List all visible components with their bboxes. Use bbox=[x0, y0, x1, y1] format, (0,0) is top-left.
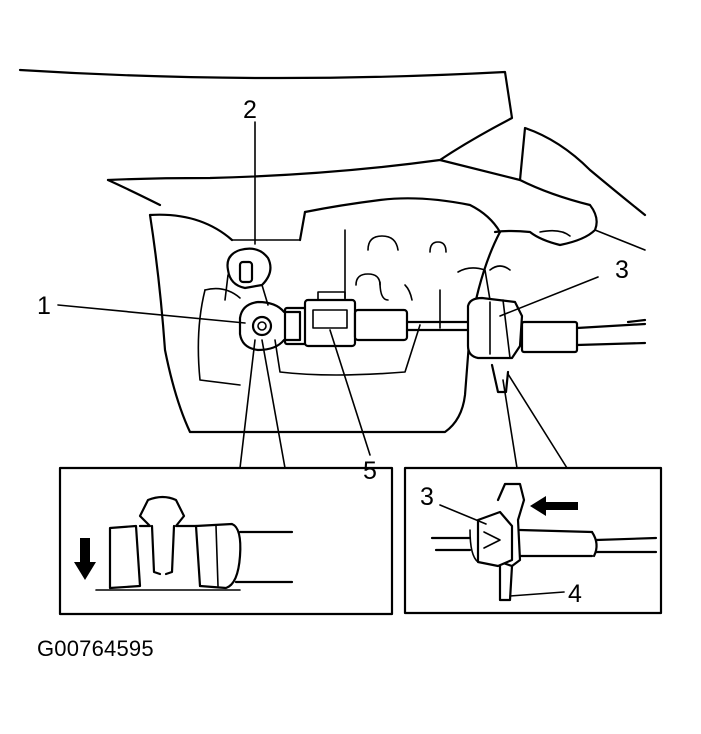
arrow-left-icon bbox=[530, 496, 578, 516]
body-panel-outline bbox=[18, 68, 647, 251]
callout-5: 5 bbox=[363, 457, 377, 485]
part-2-bushing bbox=[224, 247, 272, 306]
transmission-case bbox=[148, 197, 511, 434]
callout-3-inset: 3 bbox=[420, 483, 434, 511]
callout-1: 1 bbox=[37, 292, 51, 320]
part-1-cable-end bbox=[238, 300, 309, 352]
part-5-adjuster bbox=[303, 291, 470, 348]
leader-lines bbox=[57, 121, 599, 469]
callout-3-main: 3 bbox=[615, 256, 629, 284]
figure-code: G00764595 bbox=[37, 636, 154, 661]
part-3-cable-retainer bbox=[466, 296, 647, 394]
inset-right bbox=[403, 466, 663, 615]
callout-4: 4 bbox=[568, 580, 582, 608]
callout-2: 2 bbox=[243, 96, 257, 124]
arrow-down-icon bbox=[74, 538, 96, 580]
inset-left bbox=[58, 466, 394, 616]
